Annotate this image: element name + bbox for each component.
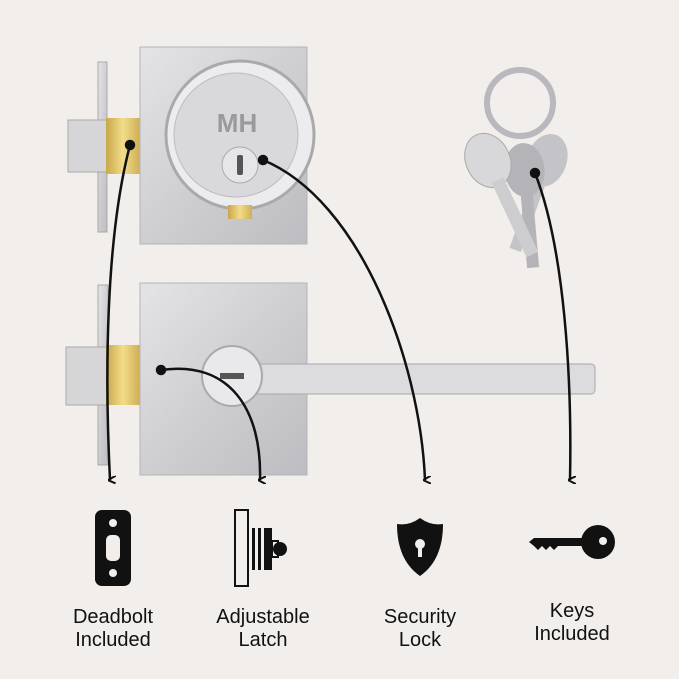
callout-arrows xyxy=(106,139,570,480)
feature-label: Latch xyxy=(238,629,288,651)
feature-label: Lock xyxy=(398,629,442,651)
shield-keyhole-icon xyxy=(397,518,443,576)
deadbolt: MH xyxy=(67,46,316,245)
brand-logo: MH xyxy=(217,108,257,138)
feature-label: Security xyxy=(383,606,457,628)
feature-label: Included xyxy=(75,629,151,651)
feature-label: Keys xyxy=(549,600,595,622)
deadbolt-plate-icon xyxy=(95,510,131,586)
adjustable-latch-icon xyxy=(234,509,287,587)
key-icon xyxy=(529,525,615,559)
feature-label: Included xyxy=(534,623,610,645)
feature-label: Deadbolt xyxy=(72,606,154,628)
lever-handle xyxy=(65,282,596,476)
keys xyxy=(464,67,568,269)
feature-label: Adjustable xyxy=(216,606,310,628)
